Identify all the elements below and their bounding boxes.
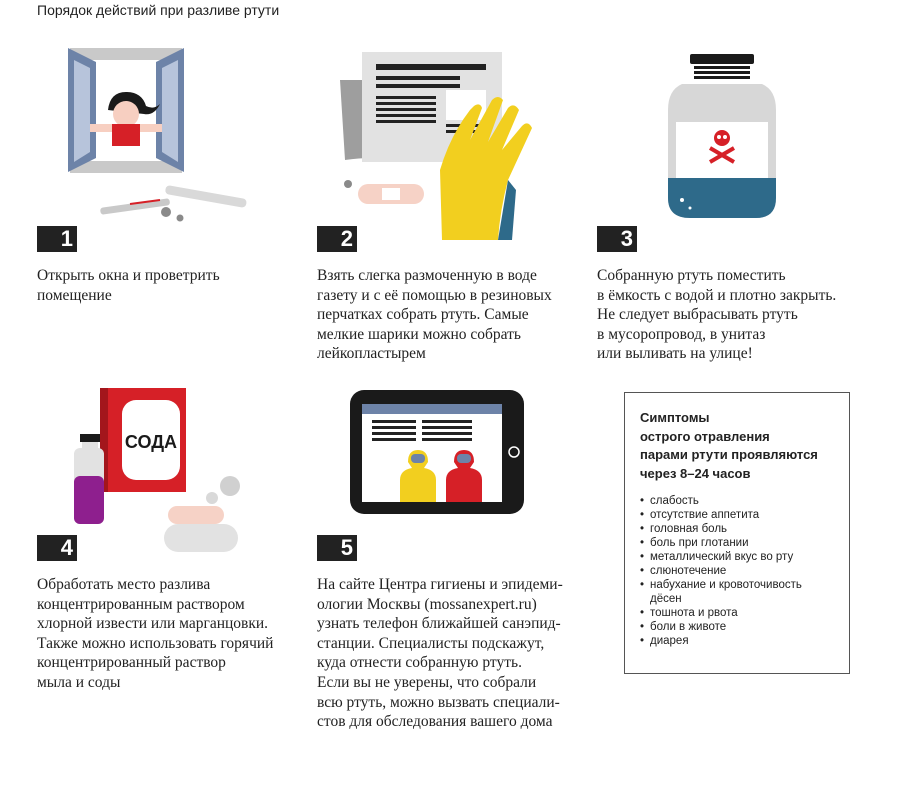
tablet-illustration (350, 390, 524, 514)
symptom-item: головная боль (640, 522, 845, 536)
symptom-item: металлический вкус во рту (640, 550, 845, 564)
step-5-line-1: На сайте Центра гигиены и эпидеми- (317, 576, 563, 593)
symptoms-list: слабость отсутствие аппетита головная бо… (640, 494, 845, 648)
step-5-line-4: станции. Специалисты подскажут, (317, 634, 545, 652)
step-2-line-3: перчатках собрать ртуть. Самые (317, 306, 529, 324)
step-5-line-3: узнать телефон ближайшей санэпид- (317, 615, 561, 633)
newspaper-glove-illustration (340, 52, 532, 240)
sealed-jar-illustration (668, 54, 776, 218)
step-2-line-5: лейкопластырем (317, 345, 426, 363)
step-4-line-5: концентрированный раствор (37, 654, 226, 672)
step-4-line-3: хлорной извести или марганцовки. (37, 615, 269, 633)
step-2-line-4: мелкие шарики можно собрать (317, 325, 521, 343)
step-3-line-1: Собранную ртуть поместить (597, 267, 786, 284)
step-4-line-6: мыла и соды (37, 673, 121, 691)
page-title: Порядок действий при разливе ртути (37, 2, 280, 18)
step-3-line-3: Не следует выбрасывать ртуть (597, 306, 798, 324)
step-1-line-1: Открыть окна и проветрить (37, 267, 220, 284)
step-2-text: Взять слегка размоченную в воде газету и… (317, 266, 552, 364)
step-1-line-2: помещение (37, 286, 112, 304)
step-1-text: Открыть окна и проветрить помещение (37, 266, 220, 305)
step-3-line-4: в мусоропровод, в унитаз (597, 325, 766, 343)
step-5-line-2: ологии Москвы (mossanexpert.ru) (317, 595, 537, 613)
symptom-item: диарея (640, 634, 845, 648)
step-5-line-5: куда отнести собранную ртуть. (317, 654, 522, 672)
soda-label: СОДА (125, 432, 177, 452)
symptom-item: боль при глотании (640, 536, 845, 550)
step-4-line-1: Обработать место разлива (37, 576, 211, 593)
step-1-number: 1 (37, 226, 77, 252)
step-2-line-1: Взять слегка размоченную в воде (317, 267, 537, 284)
symptoms-box: Симптомы острого отравления парами ртути… (624, 392, 850, 674)
step-3-number: 3 (597, 226, 637, 252)
step-5-line-8: стов для обследования вашего дома (317, 713, 553, 731)
step-4-number: 4 (37, 535, 77, 561)
symptom-item: тошнота и рвота (640, 606, 845, 620)
soda-bottle-soap-illustration: СОДА (74, 388, 240, 552)
symptom-item: боли в животе (640, 620, 845, 634)
symptoms-title: Симптомы острого отравления парами ртути… (640, 409, 818, 483)
symptoms-title-line-3: парами ртути проявляются (640, 447, 818, 462)
open-window-illustration (68, 48, 247, 222)
symptoms-title-line-2: острого отравления (640, 428, 770, 444)
symptom-item: отсутствие аппетита (640, 508, 845, 522)
step-3-text: Собранную ртуть поместить в ёмкость с во… (597, 266, 836, 364)
symptom-item: слабость (640, 494, 845, 508)
step-4-text: Обработать место разлива концентрированн… (37, 575, 273, 693)
step-4-line-4: Также можно использовать горячий (37, 634, 274, 652)
symptoms-title-line-1: Симптомы (640, 410, 710, 425)
step-5-line-7: всю ртуть, можно вызвать специали- (317, 693, 560, 711)
step-3-line-5: или выливать на улице! (597, 345, 753, 363)
symptom-item: набухание и кровоточивость дёсен (640, 578, 845, 606)
step-5-line-6: Если вы не уверены, что собрали (317, 673, 537, 691)
step-5-number: 5 (317, 535, 357, 561)
step-5-text: На сайте Центра гигиены и эпидеми- ологи… (317, 575, 563, 732)
step-2-line-2: газету и с её помощью в резиновых (317, 286, 552, 304)
step-2-number: 2 (317, 226, 357, 252)
symptom-item: слюнотечение (640, 564, 845, 578)
step-4-line-2: концентрированным раствором (37, 595, 245, 613)
step-3-line-2: в ёмкость с водой и плотно закрыть. (597, 286, 837, 304)
symptoms-title-line-4: через 8–24 часов (640, 465, 751, 481)
